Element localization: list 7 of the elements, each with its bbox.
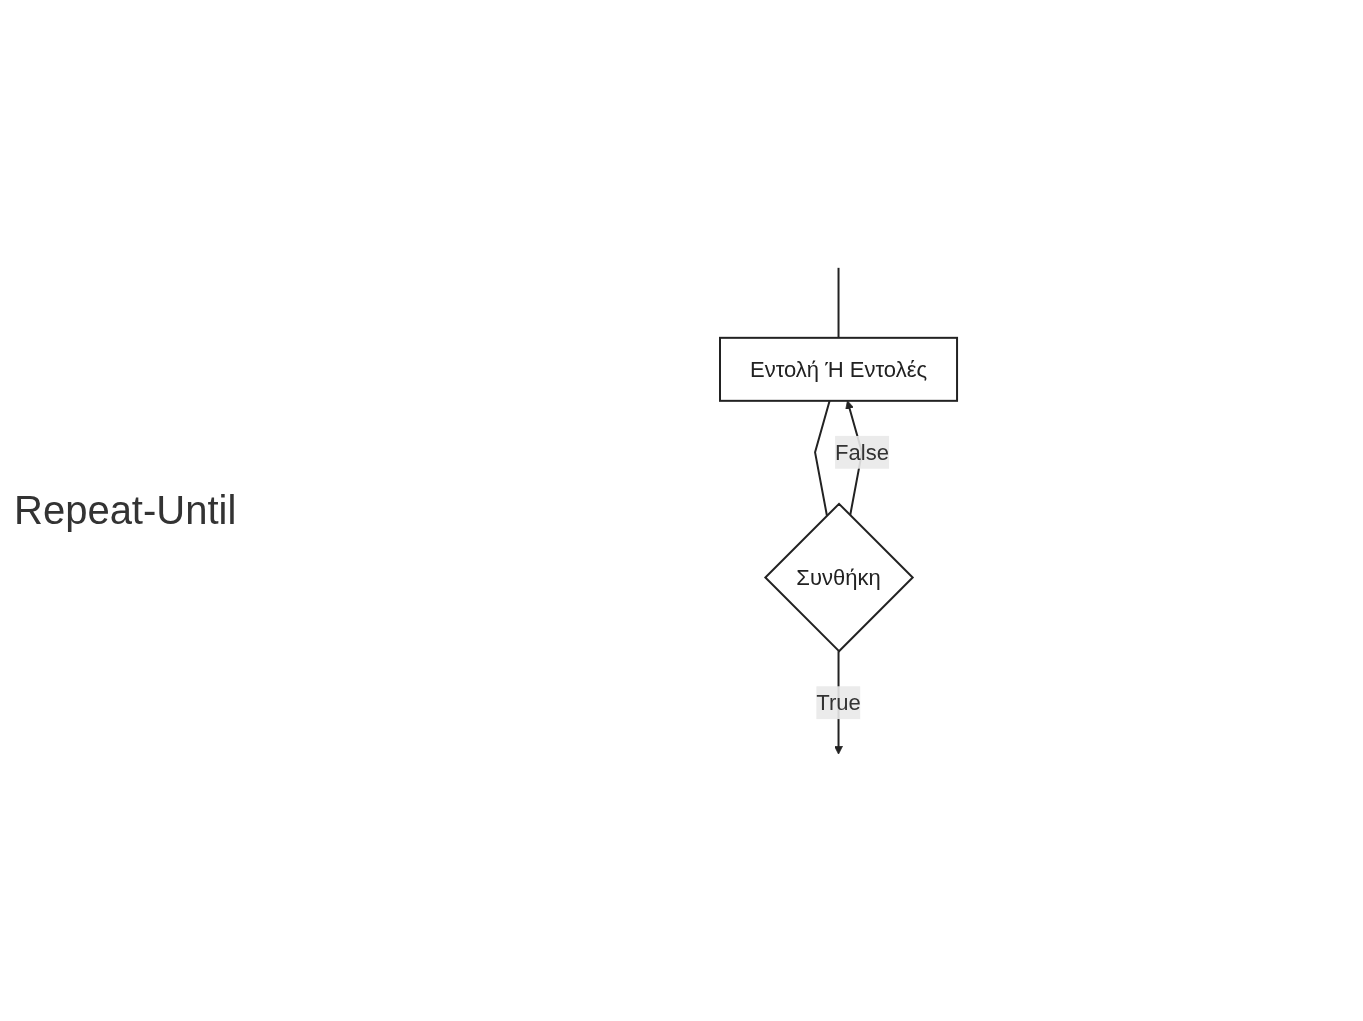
diagram-title: Repeat-Until: [14, 488, 238, 533]
node-diamond: Συνθήκη: [763, 501, 915, 653]
connector: [837, 266, 840, 339]
node-box: Εντολή Ή Εντολές: [718, 336, 958, 402]
edge-label: True: [816, 689, 861, 715]
edge-label: False: [835, 439, 889, 465]
connector: [814, 399, 831, 516]
